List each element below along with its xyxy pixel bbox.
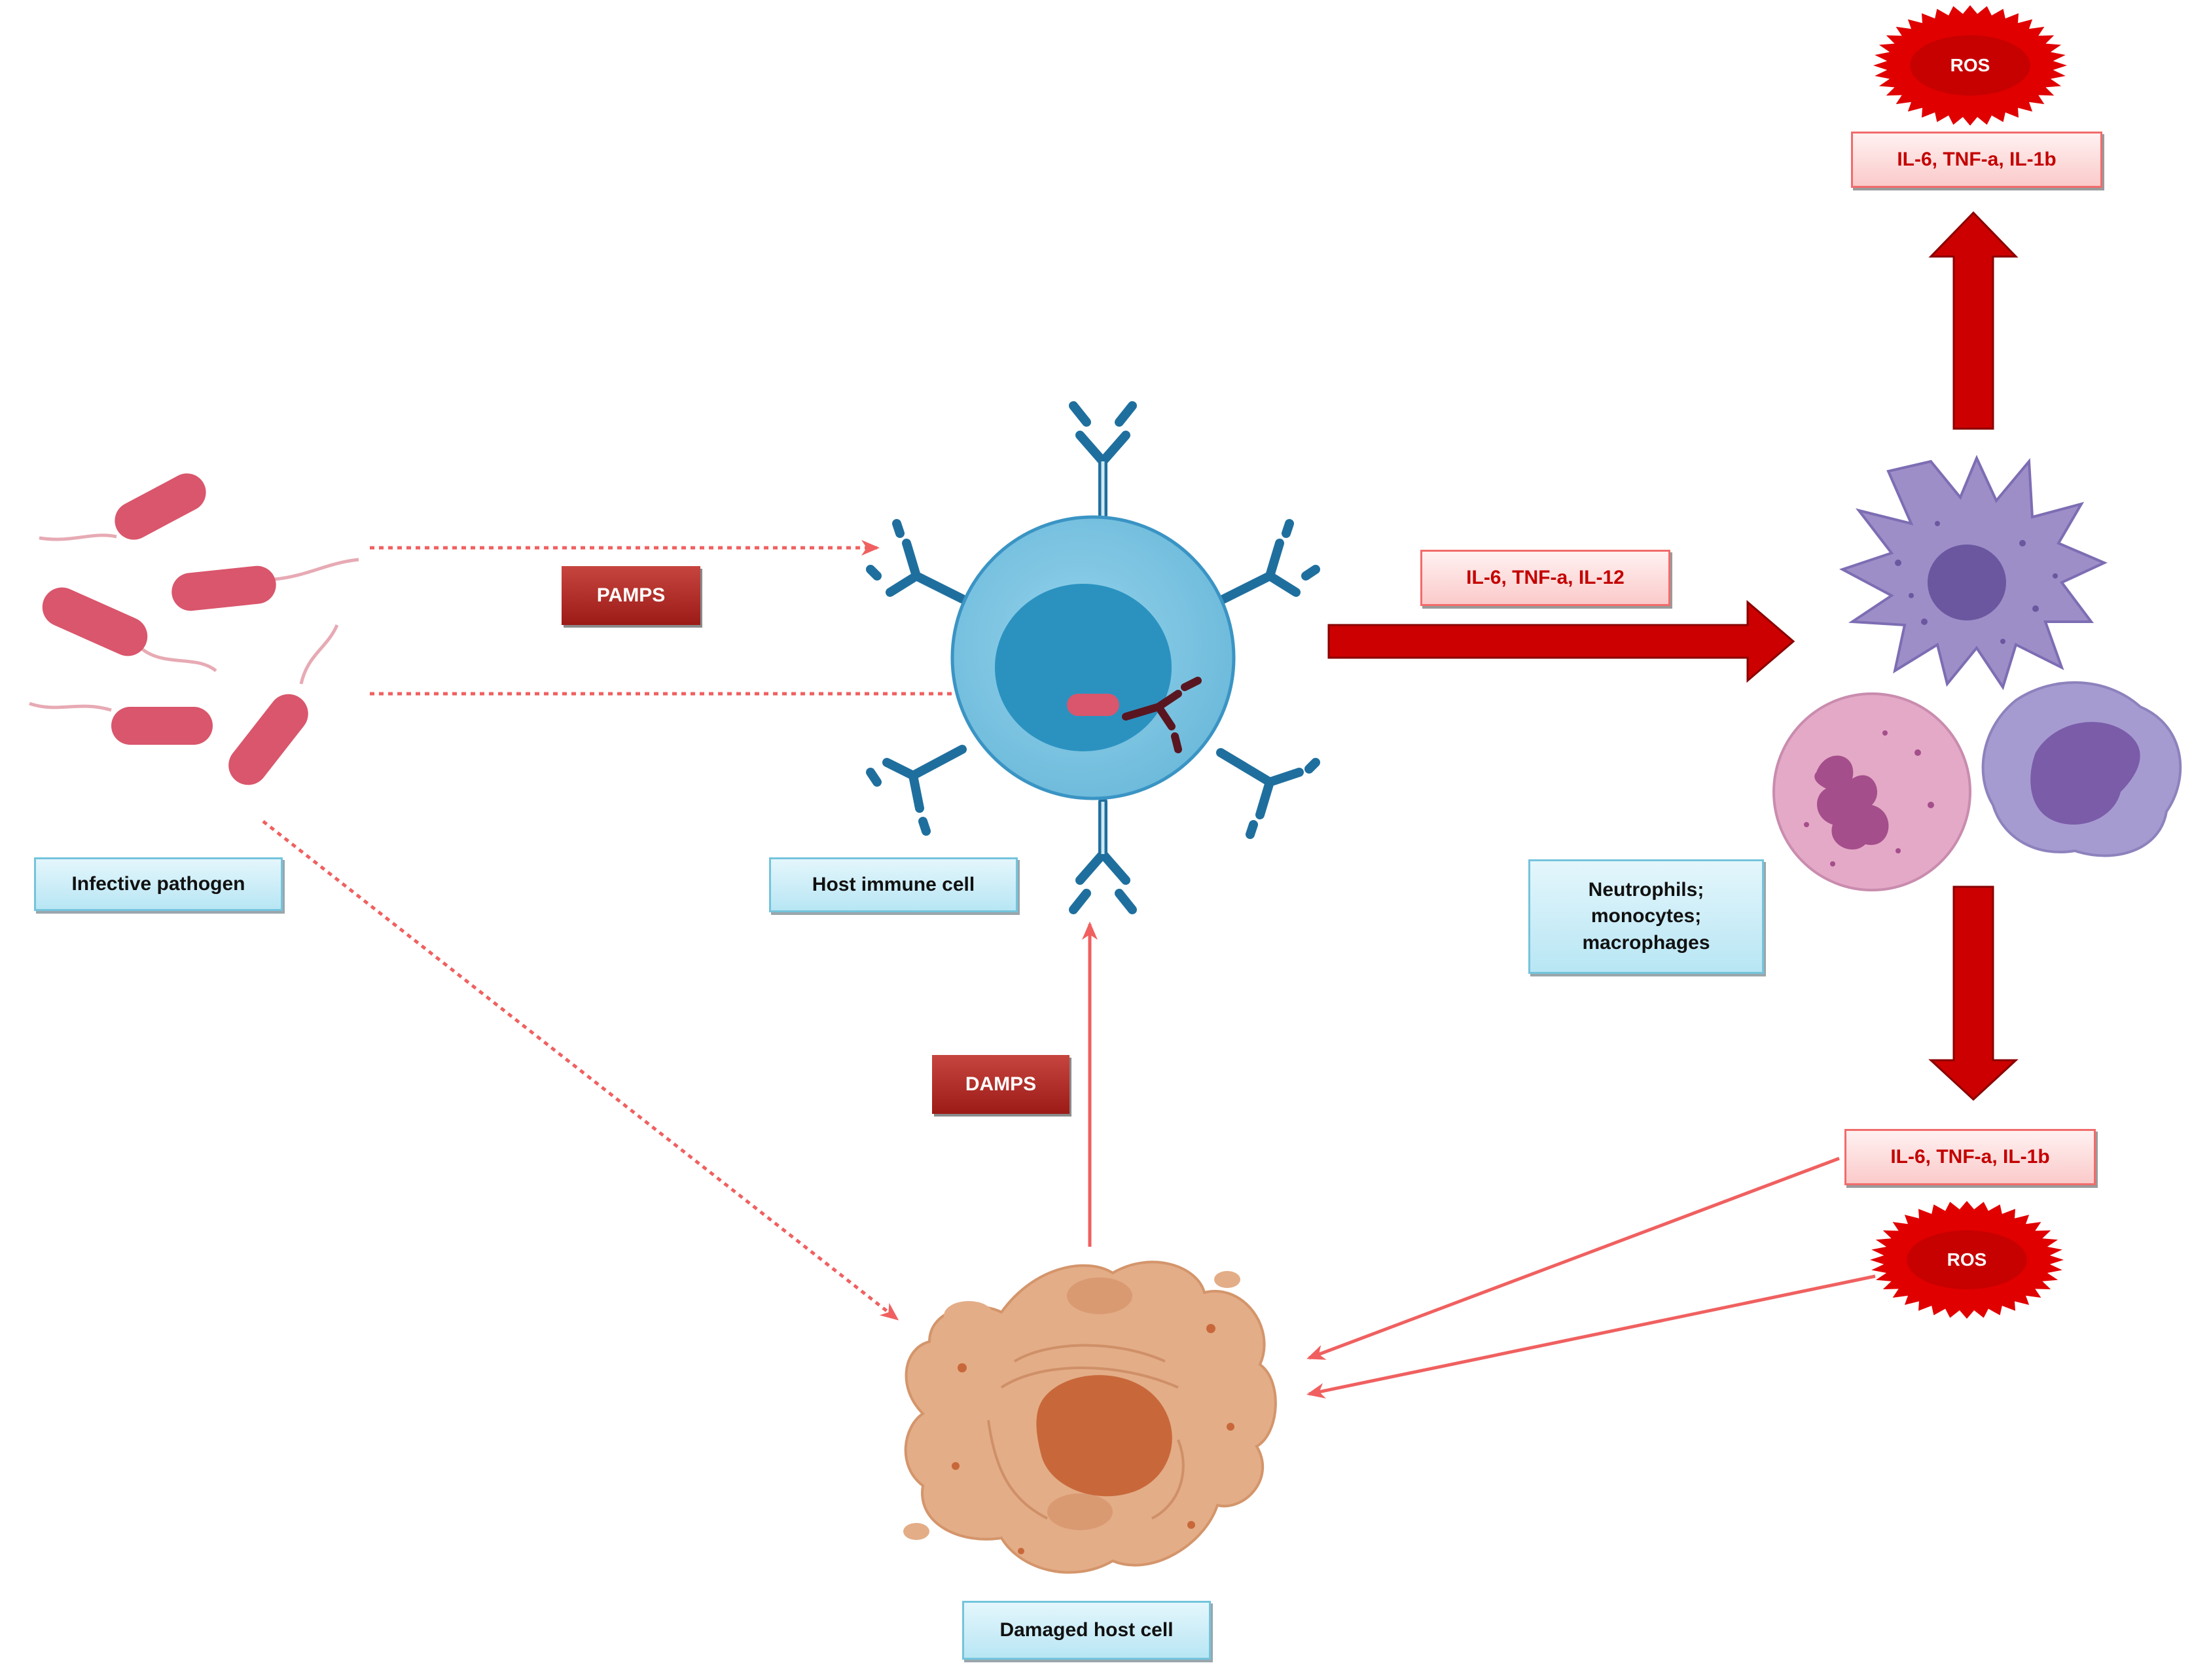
pathogen-to-damaged-arrow [262,820,899,1321]
immune-cell-label: Host immune cell [769,857,1018,912]
pathogen-label: Infective pathogen [34,857,283,911]
release-arrow-up [1928,211,2019,430]
pamps-label: PAMPS [562,566,700,625]
ros-burst-icon [1870,1201,2064,1319]
release-arrow-down [1928,885,2019,1101]
cytokines-bottom-label: IL-6, TNF-a, IL-1b [1844,1129,2096,1185]
bacterium-icon [39,473,206,541]
cytokines-top-label: IL-6, TNF-a, IL-1b [1851,132,2102,188]
ros-burst-core [1910,35,2030,96]
monocyte-icon [1981,681,2182,857]
ros-top-label: ROS [1950,55,1990,75]
engulfed-bacterium-icon [1067,694,1119,716]
damps-label: DAMPS [932,1055,1069,1114]
macrophage-icon [1839,455,2108,690]
bacterium-icon [42,587,217,672]
effector-cells-label: Neutrophils; monocytes; macrophages [1528,859,1764,974]
effector-cell-neutrophils: Neutrophils; [1588,878,1704,901]
neutrophil-icon [1772,692,1971,891]
ros-bottom-label: ROS [1947,1249,1987,1270]
antibody-icon [1122,677,1202,753]
bacterium-icon [171,558,359,611]
cytokines-activation-label: IL-6, TNF-a, IL-12 [1420,550,1670,606]
ros-burst-icon [1873,5,2067,126]
immune-cell-icon [866,401,1320,914]
damaged-cell-label: Damaged host cell [962,1601,1211,1660]
bacteria-cluster-icon [29,473,359,785]
damage-arrows [1082,921,1876,1399]
bacterium-icon [228,624,339,785]
effector-cell-monocytes: monocytes; [1590,905,1702,927]
effector-cell-macrophages: macrophages [1582,931,1710,954]
ros-burst-core [1907,1230,2027,1289]
damaged-cell-icon [903,1260,1277,1574]
activation-arrow [1327,599,1795,683]
bacterium-icon [29,702,213,745]
pamps-arrow [370,540,1060,702]
